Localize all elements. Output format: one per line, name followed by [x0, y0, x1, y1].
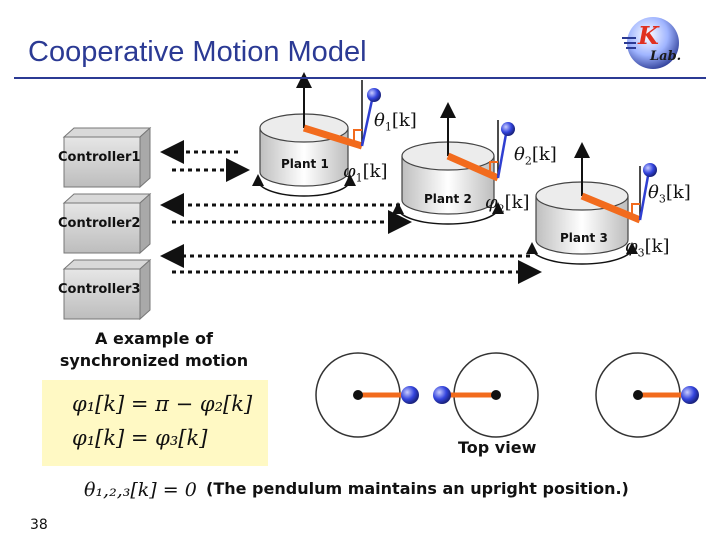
theta-label-2: θ2[k] [514, 144, 557, 168]
example-caption: A example of synchronized motion [59, 329, 249, 370]
cube-icon [62, 258, 152, 321]
plant-label: Plant 1 [281, 157, 329, 171]
equation-3: θ₁,₂,₃[k] = 0 [84, 479, 197, 501]
top-view-label: Top view [458, 438, 537, 457]
page-number: 38 [30, 517, 48, 533]
pendulum-icon [296, 72, 381, 150]
equation-box: φ₁[k] = π − φ₂[k] φ₁[k] = φ₃[k] [42, 380, 268, 466]
equation-2: φ₁[k] = φ₃[k] [72, 426, 208, 450]
arrow-icon [160, 140, 542, 284]
plant-label: Plant 2 [424, 192, 472, 206]
equation-1: φ₁[k] = π − φ₂[k] [72, 392, 253, 416]
lab-logo: K Lab. [622, 17, 681, 69]
svg-text:K: K [637, 21, 660, 50]
top-view-diagram [315, 352, 699, 438]
controller-label: Controller1 [58, 150, 141, 165]
cube-icon [62, 192, 152, 255]
controller-2: Controller2 [58, 203, 140, 253]
controller-label: Controller3 [58, 282, 141, 297]
controller-3: Controller3 [58, 269, 140, 319]
pendulum-note: (The pendulum maintains an upright posit… [206, 479, 629, 498]
theta-label-3: θ3[k] [648, 182, 691, 206]
controller-label: Controller2 [58, 216, 141, 231]
cube-icon [62, 126, 152, 189]
phi-label-1: φ1[k] [343, 161, 388, 185]
plant-label: Plant 3 [560, 231, 608, 245]
svg-text:Lab.: Lab. [649, 49, 681, 64]
phi-label-3: φ3[k] [625, 236, 670, 260]
pendulum-icon [440, 102, 515, 182]
title-rule [14, 77, 706, 79]
theta-label-1: θ1[k] [374, 110, 417, 134]
page-title: Cooperative Motion Model [28, 36, 367, 68]
controller-1: Controller1 [58, 137, 140, 187]
phi-label-2: φ2[k] [485, 192, 530, 216]
pendulum-icon [574, 142, 657, 224]
